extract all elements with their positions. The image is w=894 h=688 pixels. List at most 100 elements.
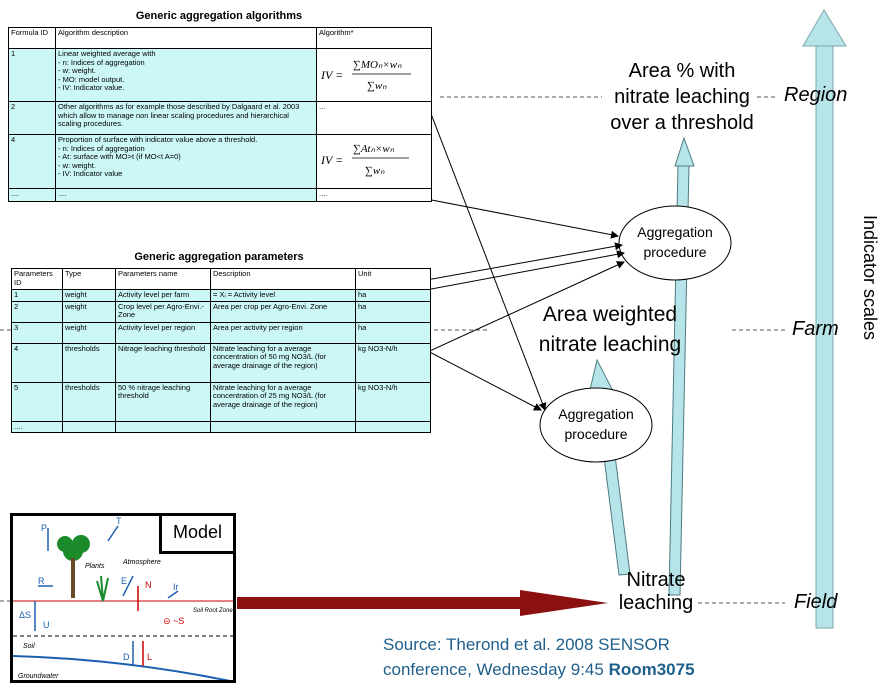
param-row-name: Activity level per farm — [115, 289, 211, 302]
svg-text:∑MOₙ×wₙ: ∑MOₙ×wₙ — [353, 59, 402, 71]
algorithm-row-formula: ... — [316, 101, 432, 135]
formula-1-graphic: IV = ∑MOₙ×wₙ ∑wₙ — [320, 59, 411, 92]
parameters-header-name: Parameters name — [115, 268, 211, 290]
model-schematic: P T Plants Atmosphere R E N Ir Soil Root… — [13, 516, 233, 680]
algorithm-row-description: Other algorithms as for example those de… — [55, 101, 317, 135]
param-row-type: thresholds — [62, 381, 116, 422]
param-row-unit — [355, 420, 431, 434]
svg-text:∑wₙ: ∑wₙ — [367, 80, 387, 92]
algorithms-table: Formula ID Algorithm description Algorit… — [8, 27, 432, 202]
source-line-2: conference, Wednesday 9:45 Room3075 — [383, 657, 813, 682]
param-row-type — [62, 420, 116, 434]
param-row-description: Area per crop per Agro-Envi. Zone — [210, 300, 356, 323]
indicator-scale-arrow — [802, 9, 847, 629]
algorithm-row-description: .... — [55, 187, 317, 202]
svg-text:IV =: IV = — [320, 153, 343, 167]
indicator-scales-label: Indicator scales — [860, 215, 880, 341]
model-label-r: R — [38, 576, 45, 586]
scale-region-label: Region — [784, 84, 848, 106]
model-output-arrow — [237, 590, 608, 616]
formula-2-graphic: IV = ∑Atₙ×wₙ ∑wₙ — [320, 143, 409, 177]
parameters-header-type: Type — [62, 268, 116, 290]
param-row-unit: kg NO3-N/h — [355, 381, 431, 422]
param-row-id: .... — [11, 420, 63, 434]
param-row-id: 4 — [11, 342, 63, 383]
param-row-type: weight — [62, 300, 116, 323]
param-row-type: weight — [62, 289, 116, 302]
model-label-s: ⊝ ~S — [163, 616, 184, 626]
param-row-description: Nitrate leaching for a average concentra… — [210, 342, 356, 383]
svg-text:∑wₙ: ∑wₙ — [365, 165, 385, 177]
model-label-t: T — [116, 516, 122, 526]
svg-text:IV =: IV = — [320, 68, 343, 82]
model-label-d: D — [123, 652, 130, 662]
param-row-id: 3 — [11, 321, 63, 344]
algorithm-row-description: Proportion of surface with indicator val… — [55, 134, 317, 189]
aggregation-procedure-top-label: Aggregation procedure — [637, 224, 713, 260]
param-row-unit: ha — [355, 321, 431, 344]
param-row-type: weight — [62, 321, 116, 344]
model-title: Model — [159, 516, 233, 554]
param-row-description — [210, 420, 356, 434]
model-label-ir: Ir — [173, 582, 179, 592]
model-label-l: L — [147, 652, 152, 662]
param-row-description: Area per activity per region — [210, 321, 356, 344]
param-row-id: 1 — [11, 289, 63, 302]
parameters-header-id: Parameters ID — [11, 268, 63, 290]
param-row-unit: kg NO3-N/h — [355, 342, 431, 383]
algorithms-header-formula: Algorithm* — [316, 27, 432, 49]
scale-field-label: Field — [794, 591, 838, 613]
model-label-u: U — [43, 620, 50, 630]
algorithm-row-id: 2 — [8, 101, 56, 135]
source-room: Room3075 — [608, 660, 695, 679]
source-citation: Source: Therond et al. 2008 SENSOR confe… — [383, 632, 813, 682]
algorithms-header-description: Algorithm description — [55, 27, 317, 49]
model-label-e: E — [121, 576, 127, 586]
algorithms-table-title: Generic aggregation algorithms — [135, 10, 303, 22]
algorithms-header-id: Formula ID — [8, 27, 56, 49]
param-row-name: Nitrage leaching threshold — [115, 342, 211, 383]
algorithm-row-formula: IV = ∑Atₙ×wₙ ∑wₙ — [316, 134, 432, 189]
svg-text:∑Atₙ×wₙ: ∑Atₙ×wₙ — [353, 143, 395, 155]
model-label-soil: Soil — [23, 643, 35, 650]
param-row-description: = Xᵢ = Activity level — [210, 289, 356, 302]
source-line-2-text: conference, Wednesday 9:45 — [383, 660, 609, 679]
model-label-n: N — [145, 580, 152, 590]
parameters-table: Parameters ID Type Parameters name Descr… — [11, 268, 431, 434]
parameters-table-title: Generic aggregation parameters — [134, 251, 304, 263]
param-row-name: 50 % nitrage leaching threshold — [115, 381, 211, 422]
model-label-atmosphere: Atmosphere — [122, 559, 161, 566]
formula1-to-procedure-arrow — [417, 79, 547, 411]
model-box: P T Plants Atmosphere R E N Ir Soil Root… — [10, 513, 236, 683]
source-line-1: Source: Therond et al. 2008 SENSOR — [383, 635, 670, 654]
model-label-delta-s: ΔS — [19, 610, 31, 620]
algorithm-row-formula: .... — [316, 187, 432, 202]
param-row-id: 2 — [11, 300, 63, 323]
algorithm-row-id: 4 — [8, 134, 56, 189]
model-label-p: P — [41, 523, 47, 533]
aggregation-procedure-bottom-label: Aggregation procedure — [558, 406, 634, 442]
area-percent-label: Area % with nitrate leaching over a thre… — [610, 60, 754, 134]
param-row-unit: ha — [355, 300, 431, 323]
scale-farm-label: Farm — [792, 318, 839, 340]
param-row-name: Crop level per Agro-Envi.-Zone — [115, 300, 211, 323]
param-row-name: Activity level per region — [115, 321, 211, 344]
nitrate-leaching-label: Nitrate leaching — [618, 569, 694, 614]
formula-linear-weighted: IV = ∑MOₙ×wₙ ∑wₙ — [319, 50, 429, 98]
param-row-id: 5 — [11, 381, 63, 422]
parameters-header-description: Description — [210, 268, 356, 290]
area-weighted-label: Area weighted nitrate leaching — [538, 303, 682, 356]
param-row-type: thresholds — [62, 342, 116, 383]
algorithm-row-description: Linear weighted average with - n: Indice… — [55, 48, 317, 102]
model-label-groundwater: Groundwater — [18, 673, 59, 680]
param-row-unit: ha — [355, 289, 431, 302]
aggregation-ellipse-bottom — [539, 387, 653, 463]
param-row-description: Nitrate leaching for a average concentra… — [210, 381, 356, 422]
algorithm-row-formula: IV = ∑MOₙ×wₙ ∑wₙ — [316, 48, 432, 102]
model-label-soil-root-zone: Soil Root Zone — [193, 608, 233, 614]
algorithm-row-id: .... — [8, 187, 56, 202]
parameters-header-unit: Unit — [355, 268, 431, 290]
algorithm-row-id: 1 — [8, 48, 56, 102]
param-row-name — [115, 420, 211, 434]
